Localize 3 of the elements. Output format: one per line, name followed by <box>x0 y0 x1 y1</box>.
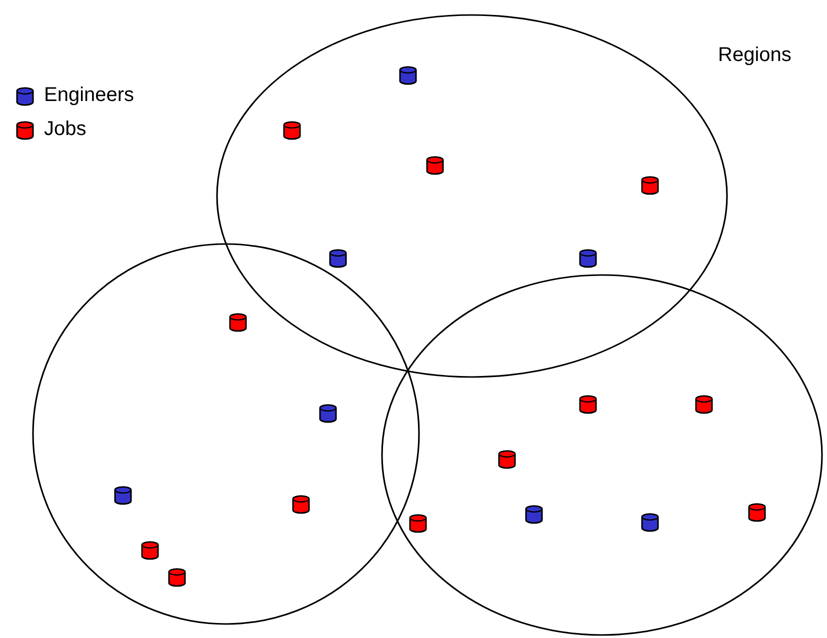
legend-label: Jobs <box>44 118 86 140</box>
legend-label: Engineers <box>44 84 134 106</box>
region-label: Regions <box>718 44 792 66</box>
